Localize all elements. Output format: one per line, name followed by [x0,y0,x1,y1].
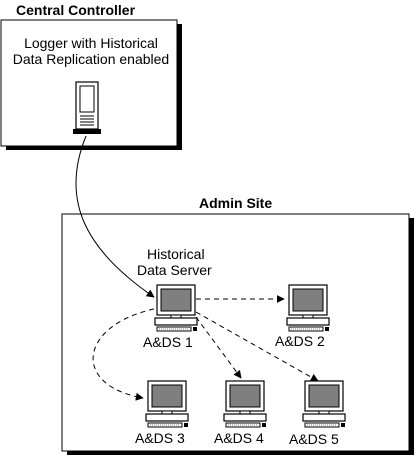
desktop-computer-icon [286,284,330,332]
node-label: A&DS 3 [135,430,185,446]
node-label: A&DS 4 [214,430,264,446]
admin-site-title: Admin Site [199,195,273,211]
desktop-computer-icon [154,284,198,332]
desktop-computer-icon [302,380,346,428]
replication-link [75,135,155,298]
logger-label-line1: Logger with Historical [24,35,158,51]
desktop-computer-icon [223,380,267,428]
link-ads1-ads4 [195,316,242,379]
hds-label-line1: Historical [147,246,205,262]
link-ads1-ads3 [92,308,155,401]
tower-server-icon [73,81,101,134]
logger-label-line2: Data Replication enabled [12,51,170,67]
hds-label-line2: Data Server [137,262,212,278]
node-label: A&DS 1 [143,334,193,350]
node-label: A&DS 2 [275,333,325,349]
desktop-computer-icon [145,380,189,428]
node-label: A&DS 5 [289,431,339,447]
central-controller-title: Central Controller [16,2,136,18]
